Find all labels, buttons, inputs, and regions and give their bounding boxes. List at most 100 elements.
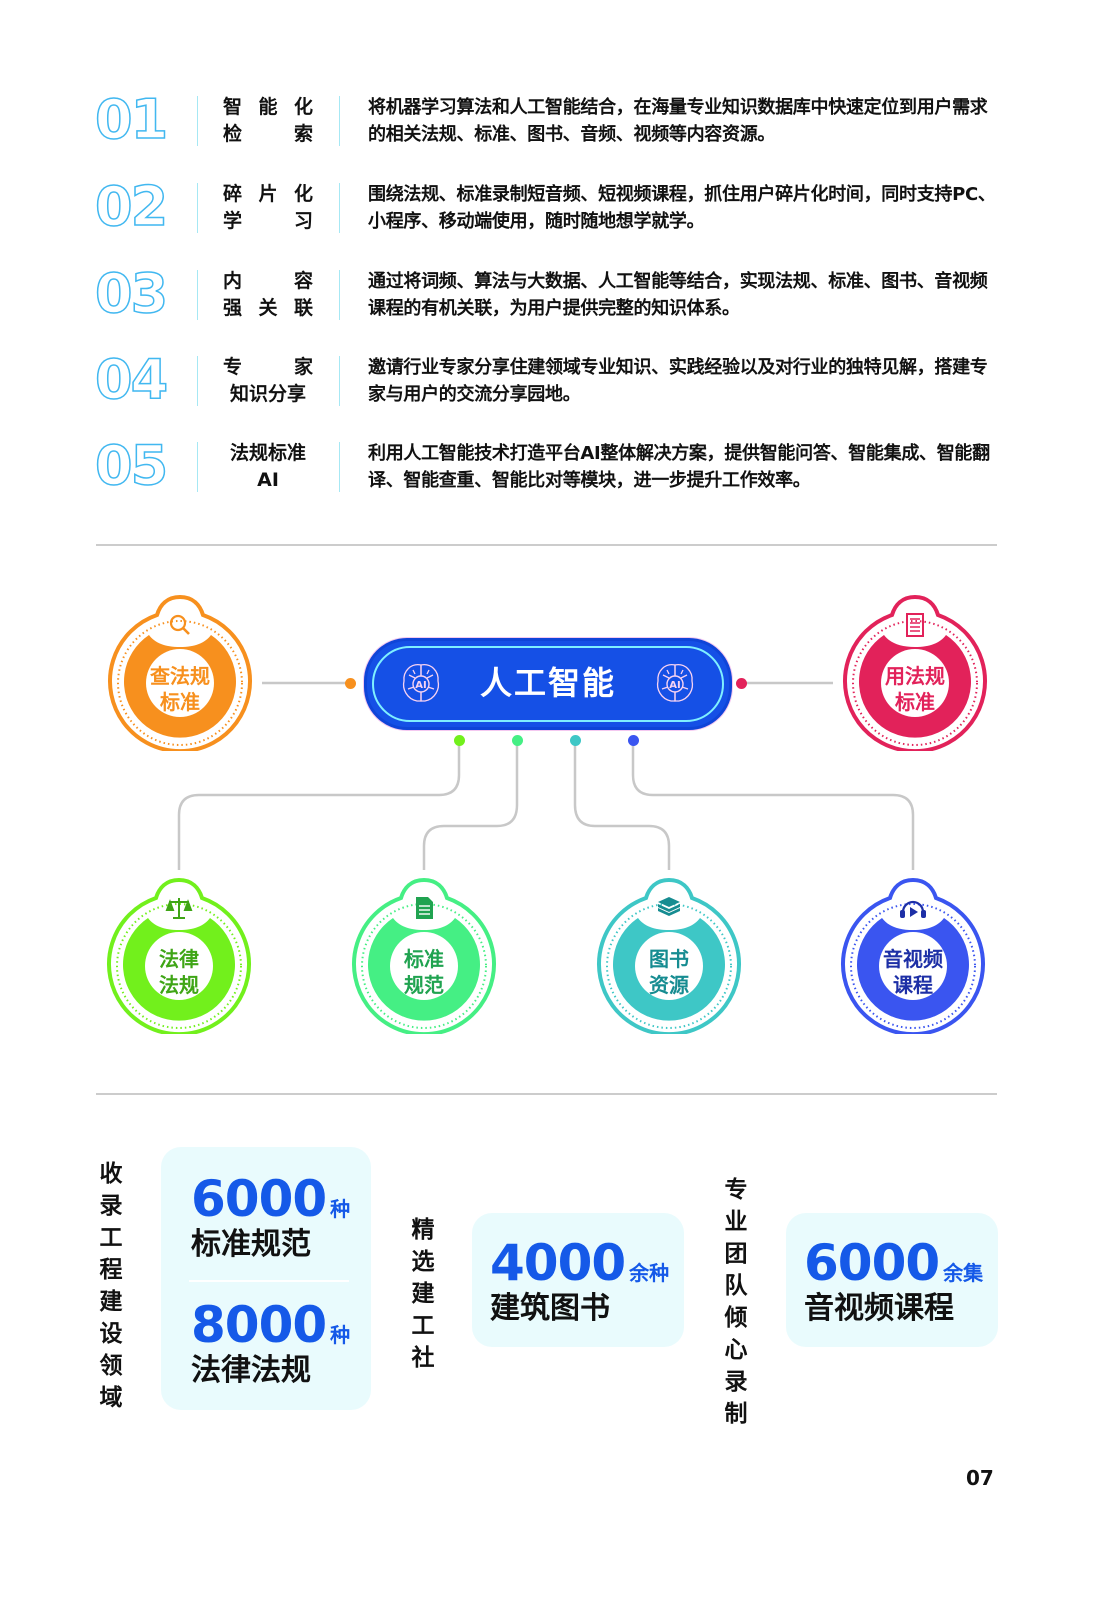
feature-label-char: 知识分享 [229,383,306,405]
separator [197,442,198,492]
stats-heading-2: 精选建工社 [408,1214,438,1374]
feature-label-char: 容 [293,270,313,292]
feature-label-char: 智 [223,96,243,118]
feature-label-char: 关 [258,297,278,319]
stat-unit: 余集 [943,1261,984,1285]
svg-text:AI: AI [415,680,426,691]
separator [197,96,198,146]
stat-label: 建筑图书 [490,1291,610,1326]
feature-number: 05 [94,434,169,497]
category-badge: 图书资源 [586,868,752,1034]
divider [96,544,997,546]
feature-description: 利用人工智能技术打造平台AI整体解决方案，提供智能问答、智能集成、智能翻译、智能… [368,443,990,491]
badge-label: 法律 [159,947,199,971]
play-headphones-icon [900,900,926,918]
feature-description: 将机器学习算法和人工智能结合，在海量专业知识数据库中快速定位到用户需求的相关法规… [368,97,988,145]
separator [197,270,198,320]
feature-label-char: 专 [223,356,243,378]
feature-row: 01 智能化检索 将机器学习算法和人工智能结合，在海量专业知识数据库中快速定位到用户… [94,88,1000,151]
connector-dot [736,678,747,689]
page-number: 07 [966,1466,994,1490]
separator [197,356,198,406]
search-icon [169,614,190,635]
heading-char: 工 [99,1225,123,1251]
connector-lines [177,681,915,870]
feature-label: 法规标准 AI [223,440,313,494]
feature-number: 04 [94,348,169,411]
feature-label: 专家知识分享 [223,354,313,408]
heading-char: 录 [99,1193,123,1219]
feature-number: 01 [94,88,169,151]
badge-label: 法规 [159,973,199,997]
category-badge: 用法规标准 [832,585,998,751]
stat-label: 音视频课程 [804,1291,954,1326]
category-badge: 标准规范 [341,868,507,1034]
svg-text:AI: AI [669,680,680,691]
feature-label-char: 化 [293,96,313,118]
feature-label-char: 学 [223,210,243,232]
stat-value: 4000 [490,1234,626,1292]
ai-center-title: 人工智能 [479,664,616,702]
feature-label-char: 法规标准 [229,442,306,464]
feature-row: 05 法规标准 AI 利用人工智能技术打造平台AI整体解决方案，提供智能问答、智能集成… [94,434,1000,497]
heading-char: 选 [411,1249,435,1275]
feature-label: 智能化检索 [223,94,313,148]
feature-label-char: 习 [293,210,313,232]
divider [96,1093,997,1095]
feature-label: 内容强关联 [223,268,313,322]
badge-label: 查法规 [150,664,210,688]
heading-char: 精 [411,1217,435,1243]
books-stack-icon [658,897,680,916]
connector-dot [454,735,465,746]
feature-label-char: 化 [293,183,313,205]
badge-label: 标准 [404,947,444,971]
card-divider [189,1280,349,1282]
badge-label: 音视频 [883,947,943,971]
feature-label-char: 强 [223,297,243,319]
feature-number: 03 [94,262,169,325]
stat-value: 8000 [191,1296,327,1354]
stat-unit: 余种 [629,1261,670,1285]
separator [339,183,340,233]
badge-label: 标准 [895,690,935,714]
connector-dot [345,678,356,689]
document-list-icon [906,613,924,637]
feature-description: 通过将词频、算法与大数据、人工智能等结合，实现法规、标准、图书、音视频课程的有机… [368,271,988,319]
separator [339,442,340,492]
separator [197,183,198,233]
stat-label: 标准规范 [191,1227,311,1262]
separator [339,96,340,146]
feature-label-char: 片 [258,183,278,205]
badge-label: 图书 [649,947,689,971]
stat-value: 6000 [804,1234,940,1292]
feature-label: 碎片化学习 [223,181,313,235]
feature-number: 02 [94,175,169,238]
feature-label-char: AI [257,469,279,491]
feature-label-char: 能 [258,96,278,118]
stats-heading-3: 专业团队倾心录制 [721,1174,751,1430]
heading-char: 建 [411,1281,435,1307]
category-badge: 音视频课程 [830,868,996,1034]
feature-label-char: 内 [223,270,243,292]
badge-label: 用法规 [885,664,945,688]
feature-description: 围绕法规、标准录制短音频、短视频课程，抓住用户碎片化时间，同时支持PC、小程序、… [368,184,996,232]
ai-center-node: AI 人工智能 AI [364,638,732,730]
heading-char: 收 [99,1161,123,1187]
stats-heading-1: 收录工程建设领域 [96,1158,126,1414]
separator [339,356,340,406]
category-badge: 查法规标准 [97,585,263,751]
feature-label-char: 索 [293,123,313,145]
connector-dot [512,735,523,746]
heading-char: 建 [99,1289,123,1315]
heading-char: 域 [99,1385,123,1411]
connector-dot [628,735,639,746]
stat-unit: 种 [330,1323,351,1347]
